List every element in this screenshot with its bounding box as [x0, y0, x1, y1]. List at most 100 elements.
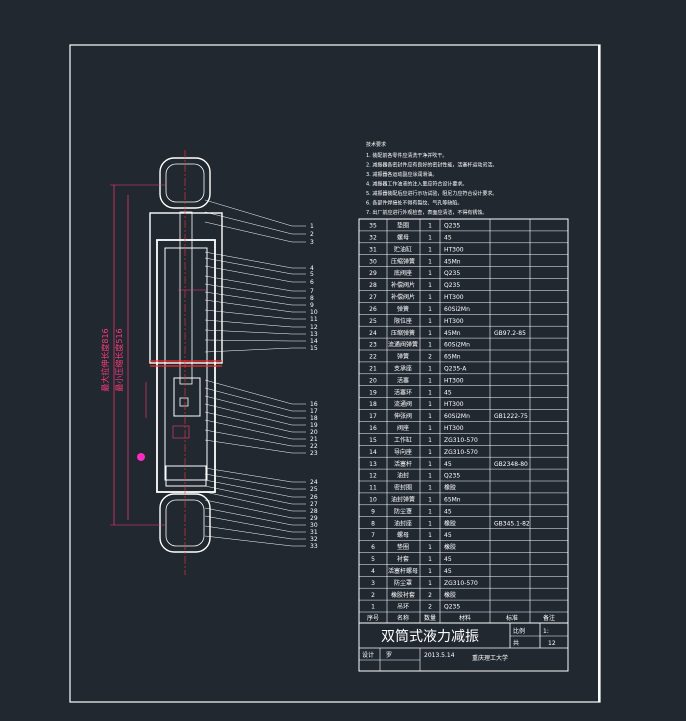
sheet-frame [69, 44, 601, 703]
bom-cell-qty: 1 [428, 461, 432, 468]
bom-cell-mat: 45Mn [444, 330, 461, 337]
leader-line [204, 395, 293, 419]
bom-cell-mat: 60Si2Mn [444, 413, 470, 420]
bom-cell-qty: 2 [428, 354, 432, 361]
bom-cell-qty: 1 [428, 330, 432, 337]
bom-cell-mat: 65Mn [444, 354, 461, 361]
bom-frame [358, 218, 569, 624]
bom-cell-mat: Q235 [444, 282, 460, 289]
part-number-label: 17 [310, 408, 318, 415]
part-number-label: 30 [310, 522, 318, 529]
part-number-label: 22 [310, 443, 318, 450]
leader-line [204, 499, 293, 519]
bom-cell-qty: 1 [428, 496, 432, 503]
bom-cell-qty: 1 [428, 246, 432, 253]
bom-cell-no: 18 [369, 401, 377, 408]
bom-cell-mat: 45 [444, 556, 452, 563]
shock-absorber-section: 最大拉伸长度816 最小压缩长度516 [100, 150, 223, 575]
bom-cell-no: 20 [369, 377, 377, 384]
part-number-label: 13 [310, 331, 318, 338]
bom-cell-mat: 45 [444, 234, 452, 241]
bom-cell-name: 防尘罩 [394, 507, 412, 515]
bom-cell-qty: 1 [428, 282, 432, 289]
part-number-label: 1 [310, 223, 314, 230]
bom-cell-name: 补偿阀片 [391, 281, 415, 289]
leader-line [204, 265, 293, 283]
title-block: 双筒式液力减振 比例 1: 共 12 设计 罗 2013.5.14 重庆理工大学 [358, 622, 569, 672]
part-number-label: 24 [310, 479, 318, 486]
bom-cell-name: 补偿阀片 [391, 293, 415, 301]
part-number-label: 7 [310, 288, 314, 295]
bom-cell-name: 密封圈 [394, 484, 412, 492]
bom-cell-qty: 1 [428, 365, 432, 372]
bom-cell-name: 限位座 [394, 317, 412, 325]
bom-cell-name: 贮油缸 [394, 245, 412, 253]
bom-cell-no: 12 [369, 473, 377, 480]
scale-value: 1: [543, 628, 549, 635]
part-number-label: 32 [310, 536, 318, 543]
part-number-label: 19 [310, 422, 318, 429]
leader-line [204, 507, 293, 526]
part-number-label: 18 [310, 415, 318, 422]
bom-cell-mat: 橡胶 [444, 484, 456, 492]
drawing-title: 双筒式液力减振 [381, 628, 479, 645]
bom-cell-qty: 1 [428, 580, 432, 587]
leader-line [204, 525, 293, 540]
leader-line [204, 515, 293, 533]
leader-line [204, 283, 293, 299]
bom-cell-qty: 1 [428, 413, 432, 420]
bom-cell-name: 弹簧 [397, 353, 409, 361]
bom-cell-name: 衬套 [397, 555, 409, 563]
bom-cell-qty: 1 [428, 318, 432, 325]
leader-line [204, 429, 293, 447]
bom-header-cell: 数量 [424, 614, 436, 622]
bom-cell-no: 1 [371, 604, 375, 611]
bom-cell-no: 11 [369, 485, 377, 492]
bom-cell-no: 8 [371, 520, 375, 527]
bom-cell-qty: 1 [428, 223, 432, 230]
bom-cell-qty: 1 [428, 556, 432, 563]
bom-cell-no: 28 [369, 282, 377, 289]
bom-cell-qty: 1 [428, 568, 432, 575]
bom-cell-mat: ZG310-570 [444, 437, 478, 444]
bom-cell-name: 压缩弹簧 [391, 329, 415, 337]
bom-header-cell: 序号 [367, 614, 379, 622]
bom-cell-name: 伸张阀 [394, 412, 412, 420]
bom-cell-qty: 1 [428, 473, 432, 480]
bom-cell-name: 油封座 [394, 519, 412, 527]
bom-cell-mat: 45 [444, 568, 452, 575]
leader-line [204, 491, 293, 512]
leader-line [204, 211, 293, 235]
bom-cell-name: 底阀座 [394, 269, 412, 277]
bom-cell-mat: HT300 [444, 401, 464, 408]
leader-line [204, 275, 293, 292]
bom-cell-no: 25 [369, 318, 377, 325]
bom-cell-qty: 1 [428, 270, 432, 277]
design-date: 2013.5.14 [424, 652, 455, 659]
part-number-label: 4 [310, 265, 314, 272]
part-number-label: 5 [310, 271, 314, 278]
bom-cell-std: GB2348-80 [494, 461, 528, 468]
leader-line [204, 387, 293, 412]
part-number-label: 11 [310, 316, 318, 323]
bom-cell-qty: 1 [428, 234, 432, 241]
bom-cell-mat: 45Mn [444, 258, 461, 265]
leader-line [204, 319, 293, 328]
bom-cell-no: 30 [369, 258, 377, 265]
bom-cell-std: GB1222-75 [494, 413, 528, 420]
bom-header-cell: 备注 [543, 614, 555, 622]
bom-cell-no: 23 [369, 342, 377, 349]
bom-cell-no: 7 [371, 532, 375, 539]
bom-cell-name: 导向座 [394, 448, 412, 456]
bom-cell-qty: 1 [428, 377, 432, 384]
tech-note-line: 4. 减振器工作油液的注入量应符合设计要求。 [366, 181, 467, 188]
bom-cell-name: 油封弹簧 [391, 495, 415, 503]
bom-cell-name: 螺母 [397, 233, 409, 241]
bom-cell-qty: 1 [428, 532, 432, 539]
bom-cell-name: 吊环 [397, 604, 409, 611]
bom-cell-qty: 1 [428, 544, 432, 551]
bom-cell-name: 油封 [397, 472, 409, 480]
scale-label: 比例 [513, 627, 525, 635]
part-number-label: 27 [310, 501, 318, 508]
bom-cell-name: 流通阀弹簧 [388, 341, 418, 349]
